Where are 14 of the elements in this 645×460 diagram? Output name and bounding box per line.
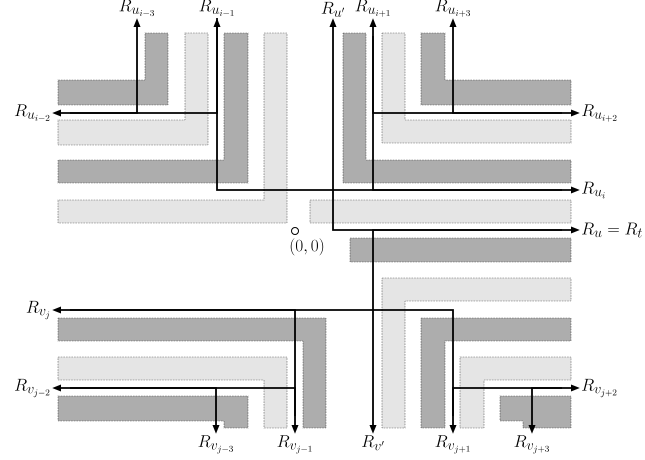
- arrow-label: $R_u = R_t$: [582, 222, 642, 238]
- arrow-label: $R_{v_{j+3}}$: [514, 435, 549, 454]
- arrow-label: $R_{v_{j-2}}$: [14, 378, 50, 398]
- arrow-label: $R_{v_{j-1}}$: [277, 435, 312, 454]
- arrow-label: $R_{v_j}$: [26, 300, 50, 320]
- arrow-label: $R_{u_i}$: [582, 182, 605, 198]
- arrow-label: $R_{v_{j+1}}$: [435, 435, 470, 454]
- arrow-label: $R_{u_{i-2}}$: [14, 104, 50, 121]
- arrow-label: $R_{u'}$: [322, 2, 344, 17]
- origin-label: $(0, 0)$: [290, 238, 324, 256]
- arrow-label: $R_{v_{j+2}}$: [582, 378, 616, 398]
- arrow-label: $R_{v'}$: [362, 435, 384, 450]
- arrow-label: $R_{u_{i+2}}$: [582, 104, 616, 122]
- arrow-label: $R_{v_{j-3}}$: [198, 435, 233, 454]
